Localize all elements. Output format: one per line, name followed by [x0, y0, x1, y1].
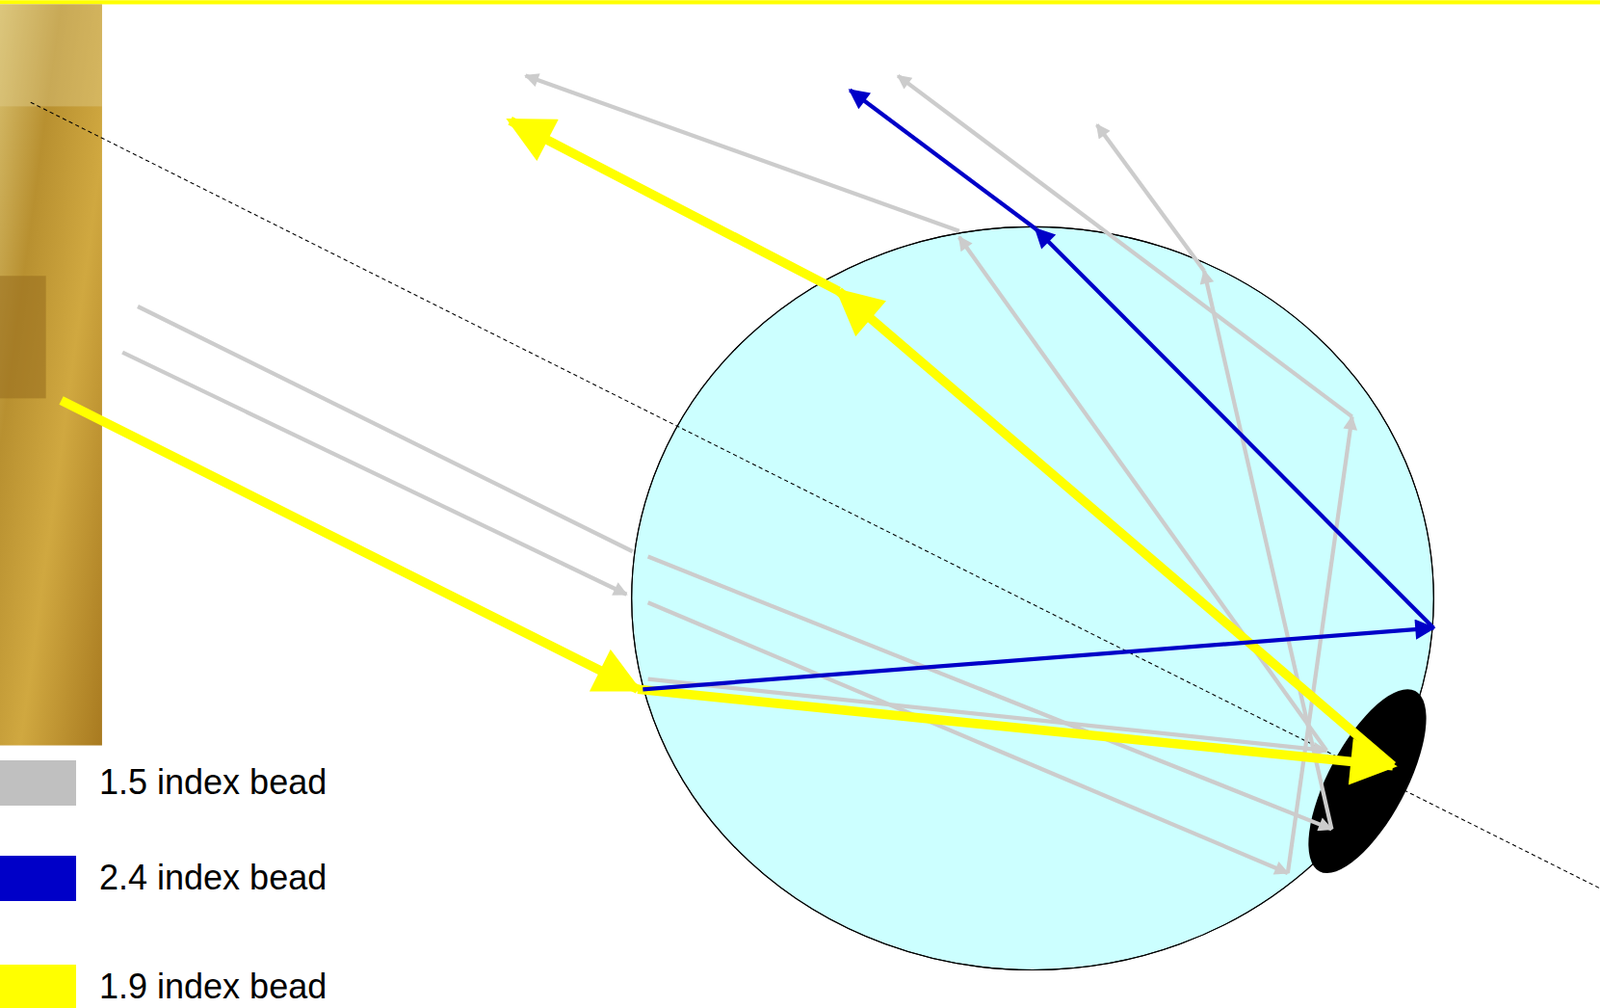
axis-line	[30, 102, 1600, 889]
legend-row: 2.4 index bead	[0, 855, 578, 901]
gold-block	[0, 3, 103, 106]
legend-label: 2.4 index bead	[99, 860, 327, 895]
top-band	[0, 0, 1600, 4]
legend-row: 1.5 index bead	[0, 760, 578, 806]
blue-ray	[642, 89, 1434, 689]
legend-row: 1.9 index bead	[0, 964, 578, 1008]
legend-swatch	[0, 855, 77, 901]
yellow-ray	[61, 120, 1393, 765]
legend-label: 1.9 index bead	[99, 969, 327, 1004]
legend-label: 1.5 index bead	[99, 764, 327, 800]
bead-outline	[631, 226, 1435, 970]
legend-swatch	[0, 964, 77, 1008]
gold-strip	[0, 3, 103, 745]
gray-rays	[122, 76, 1352, 873]
gold-block	[0, 275, 47, 398]
legend-swatch	[0, 760, 77, 806]
